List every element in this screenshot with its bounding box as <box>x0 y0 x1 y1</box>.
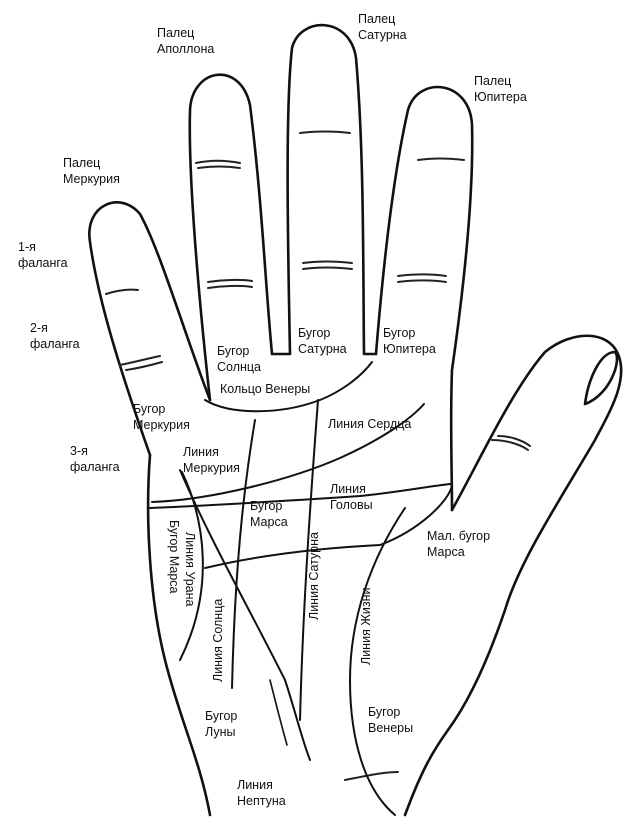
label-phalanx-2: 2-я фаланга <box>30 321 80 351</box>
mars-arc-line <box>204 484 453 569</box>
label-line-sun: Линия Солнца <box>211 599 225 682</box>
index-finger-outline <box>374 85 474 512</box>
label-line-mercury: Линия Меркурия <box>183 445 240 475</box>
label-mount-jupiter: Бугор Юпитера <box>383 326 436 356</box>
label-mount-mars-vertical: Бугор Марса <box>167 520 181 594</box>
label-mount-mercury: Бугор Меркурия <box>133 402 190 432</box>
labels: Палец Аполлона Палец Сатурна Палец Юпите… <box>18 12 527 808</box>
label-mount-sun: Бугор Солнца <box>217 344 261 374</box>
label-mount-venus: Бугор Венеры <box>368 705 413 735</box>
label-line-head: Линия Головы <box>330 482 373 512</box>
hand-outline <box>88 23 623 817</box>
label-finger-mercury: Палец Меркурия <box>63 156 120 186</box>
head-line <box>149 483 451 509</box>
label-line-saturn: Линия Сатурна <box>307 532 321 620</box>
ring-finger-outline <box>188 73 274 402</box>
label-finger-saturn: Палец Сатурна <box>358 12 407 42</box>
heart-line <box>151 403 425 503</box>
label-line-life: Линия Жизни <box>359 588 373 665</box>
mercury-line <box>179 469 311 761</box>
label-line-heart: Линия Сердца <box>328 417 411 431</box>
little-finger-outline <box>88 201 212 457</box>
thumb-outline <box>403 334 623 817</box>
label-finger-jupiter: Палец Юпитера <box>474 74 527 104</box>
life-line <box>348 507 406 816</box>
label-mount-moon: Бугор Луны <box>205 709 241 739</box>
label-line-neptune: Линия Нептуна <box>237 778 286 808</box>
neptune-line <box>269 679 288 746</box>
palm-lines <box>149 361 453 816</box>
thumbnail-outline <box>583 350 619 406</box>
uranus-line <box>179 471 204 661</box>
label-phalanx-1: 1-я фаланга <box>18 240 68 270</box>
ring-of-venus-line <box>204 361 373 413</box>
label-line-uranus: Линия Урана <box>183 532 197 606</box>
sun-line <box>231 419 256 689</box>
middle-finger-outline <box>270 23 378 356</box>
label-ring-venus: Кольцо Венеры <box>220 382 310 396</box>
label-finger-apollo: Палец Аполлона <box>157 26 214 56</box>
label-small-mount-mars: Мал. бугор Марса <box>427 529 494 559</box>
label-mount-saturn: Бугор Сатурна <box>298 326 347 356</box>
palm-left-outline <box>146 453 212 817</box>
label-phalanx-3: 3-я фаланга <box>70 444 120 474</box>
saturn-line <box>299 399 319 721</box>
label-mount-mars: Бугор Марса <box>250 499 288 529</box>
finger-creases <box>105 130 531 781</box>
